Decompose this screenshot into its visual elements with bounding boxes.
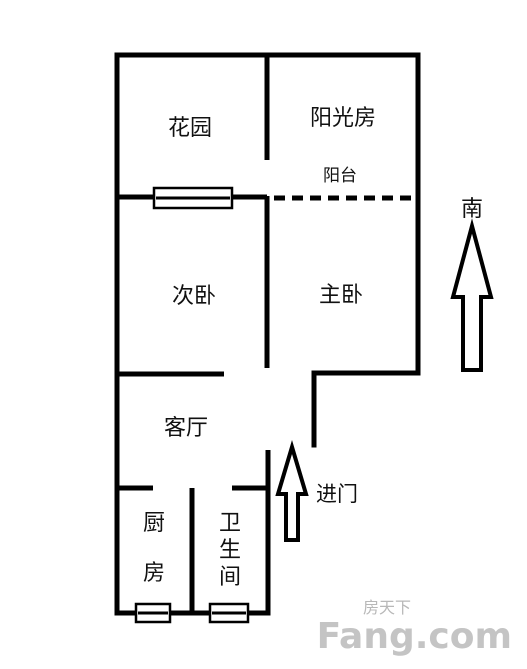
entrance-label: 进门 xyxy=(316,482,358,506)
living-room-label: 客厅 xyxy=(164,416,208,441)
bathroom-label-char-2: 生 xyxy=(219,538,241,563)
bathroom-window xyxy=(208,602,250,624)
bathroom-label-char-1: 卫 xyxy=(219,511,241,536)
windows xyxy=(134,186,250,624)
kitchen-label-char-2: 房 xyxy=(143,561,165,586)
kitchen-window xyxy=(134,602,172,624)
south-label: 南 xyxy=(461,197,483,222)
south-arrow xyxy=(450,218,494,372)
garden-label: 花园 xyxy=(168,116,212,141)
garden-window xyxy=(152,186,234,210)
balcony-label: 阳台 xyxy=(323,166,357,186)
interior-walls xyxy=(117,55,271,613)
watermark-chinese: 房天下 xyxy=(363,598,411,617)
bathroom-label-char-3: 间 xyxy=(219,565,241,590)
kitchen-label-char-1: 厨 xyxy=(143,511,165,536)
watermark-latin: Fang.com xyxy=(317,616,512,657)
second-bedroom-label: 次卧 xyxy=(172,284,216,309)
watermark: 房天下 Fang.com xyxy=(317,598,512,657)
master-bedroom-label: 主卧 xyxy=(319,283,363,308)
sunroom-label: 阳光房 xyxy=(310,106,376,131)
entrance-arrow xyxy=(275,439,309,542)
